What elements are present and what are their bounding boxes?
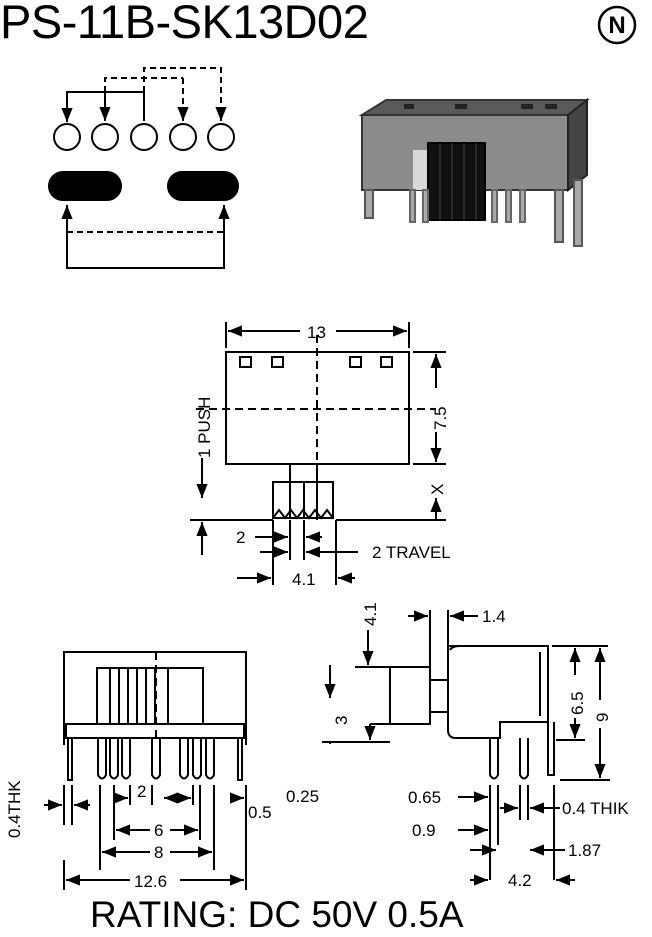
dim-push-1: 1 PUSH	[195, 397, 214, 458]
dim-9: 9	[593, 713, 612, 722]
electrical-rating: RATING: DC 50V 0.5A	[90, 894, 464, 935]
brand-logo: N	[596, 4, 638, 46]
dim-1-87: 1.87	[568, 841, 601, 860]
dim-8: 8	[154, 843, 163, 862]
schematic-diagram	[48, 67, 239, 269]
logo-letter: N	[608, 12, 625, 39]
front-view	[44, 651, 247, 890]
dim-0-25: 0.25	[286, 787, 319, 806]
dim-0-65: 0.65	[408, 788, 441, 807]
dim-2: 2	[236, 528, 245, 547]
dim-3: 3	[332, 716, 351, 725]
dim-6: 6	[154, 821, 163, 840]
dim-x: X	[428, 484, 447, 495]
dim-0-4-thk: 0.4THK	[5, 780, 24, 838]
switch-render	[358, 97, 590, 247]
dim-4-2: 4.2	[508, 871, 532, 890]
dim-1-4: 1.4	[482, 607, 506, 626]
dim-12-6: 12.6	[134, 872, 167, 891]
dim-4-1: 4.1	[292, 570, 316, 589]
dim-0-4-thik: 0.4 THIK	[562, 799, 629, 818]
part-number-title: PS-11B-SK13D02	[0, 0, 369, 48]
dim-height-7-5: 7.5	[431, 406, 450, 430]
dim-4-1-vertical: 4.1	[361, 602, 380, 626]
dim-6-5: 6.5	[568, 691, 587, 715]
top-view	[190, 322, 446, 585]
side-view	[322, 610, 610, 886]
dim-width-13: 13	[307, 323, 326, 342]
dim-0-5: 0.5	[248, 803, 272, 822]
dim-pitch-2: 2	[137, 782, 146, 801]
dim-0-9: 0.9	[412, 821, 436, 840]
dim-travel-2: 2 TRAVEL	[372, 543, 451, 562]
